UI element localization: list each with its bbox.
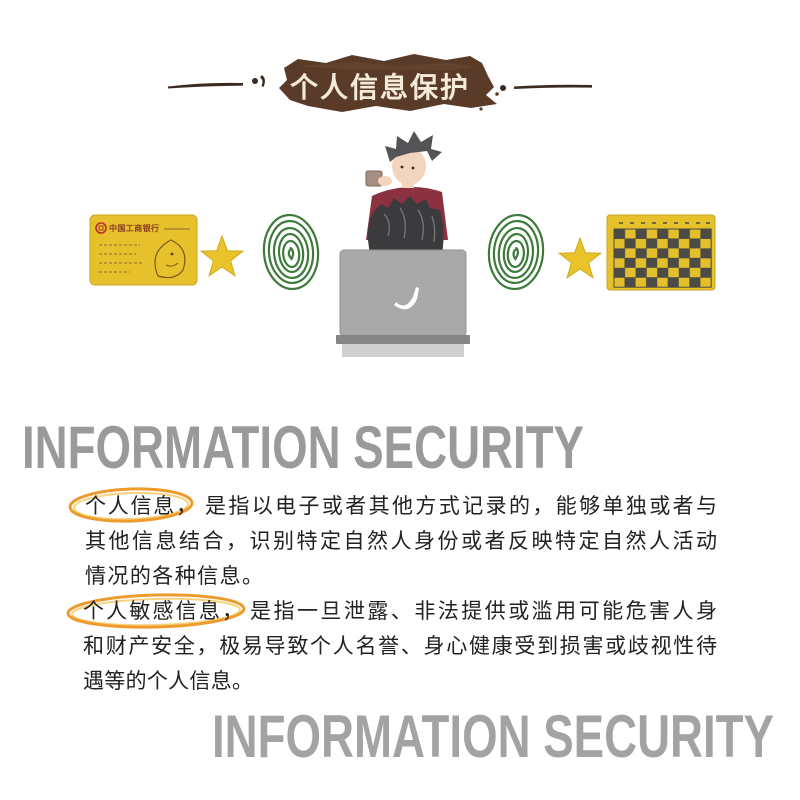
headline-bottom: INFORMATION SECURITY [212, 703, 774, 770]
banner-splatter [495, 92, 499, 96]
card-mascot-icon [154, 239, 186, 279]
card-mascot-mouth [165, 262, 179, 267]
highlight-ring-glow [73, 491, 189, 521]
title-right-dot [500, 85, 506, 91]
star-icon [557, 236, 603, 279]
fingerprint-icon [262, 213, 320, 291]
standing-person-face [392, 147, 426, 185]
card-mascot-eye [170, 252, 174, 256]
definition-line: 和财产安全，极易导致个人名誉、身心健康受到损害或歧视性待 [83, 634, 717, 658]
definition-term: 个人信息， [85, 494, 197, 518]
title-left-rule [168, 82, 243, 89]
bank-logo-mark [98, 225, 104, 231]
laptop-logo-icon [394, 287, 419, 310]
headline-top: INFORMATION SECURITY [22, 414, 584, 481]
definition-line: 是指一旦泄露、非法提供或滥用可能危害人身 [250, 599, 717, 623]
laptop-base [342, 344, 464, 357]
star-icon [199, 234, 245, 277]
definition-line: 情况的各种信息。 [85, 564, 263, 588]
password-card-grid [613, 228, 712, 288]
standing-person-hair [385, 131, 442, 162]
definition-line: 是指以电子或者其他方式记录的，能够单独或者与 [205, 494, 717, 518]
bank-card-name: 中国工商银行 [109, 223, 159, 233]
bank-logo-icon [95, 222, 107, 234]
bank-card-icon: 中国工商银行 [89, 214, 198, 286]
definition-line: 其他信息结合，识别特定自然人身份或者反映特定自然人活动 [85, 529, 717, 553]
definition-personal-info: 个人信息， 是指以电子或者其他方式记录的，能够单独或者与 其他信息结合，识别特定… [68, 487, 717, 588]
person-icon [367, 196, 444, 256]
highlight-ring [68, 487, 194, 523]
definition-term: 个人敏感信息， [83, 599, 243, 623]
laptop-hinge [336, 335, 470, 344]
title-right-rule [514, 84, 592, 89]
definition-line: 遇等的个人信息。 [83, 669, 253, 693]
title-banner-texture [300, 62, 475, 70]
laptop-lid [339, 249, 467, 337]
page-title: 个人信息保护 [290, 71, 468, 104]
title-block: 个人信息保护 [168, 54, 592, 112]
standing-person-eye [411, 166, 415, 170]
highlight-ring-glow [71, 597, 241, 627]
password-card-icon [606, 214, 716, 291]
bank-card-body [89, 214, 198, 286]
seated-person-hair-highlights [383, 207, 436, 243]
banner-splatter [479, 107, 483, 111]
highlight-ring [66, 593, 246, 629]
definition-sensitive-info: 个人敏感信息， 是指一旦泄露、非法提供或滥用可能危害人身 和财产安全，极易导致个… [66, 593, 717, 693]
bank-card-scribbles [99, 244, 142, 273]
fingerprint-icon [487, 213, 545, 291]
title-left-tick [260, 75, 265, 87]
laptop-icon [336, 249, 470, 357]
title-left-dot [252, 78, 258, 84]
standing-person-hand [378, 176, 392, 186]
standing-person-eye [400, 165, 404, 169]
banner-splatter [486, 98, 492, 104]
